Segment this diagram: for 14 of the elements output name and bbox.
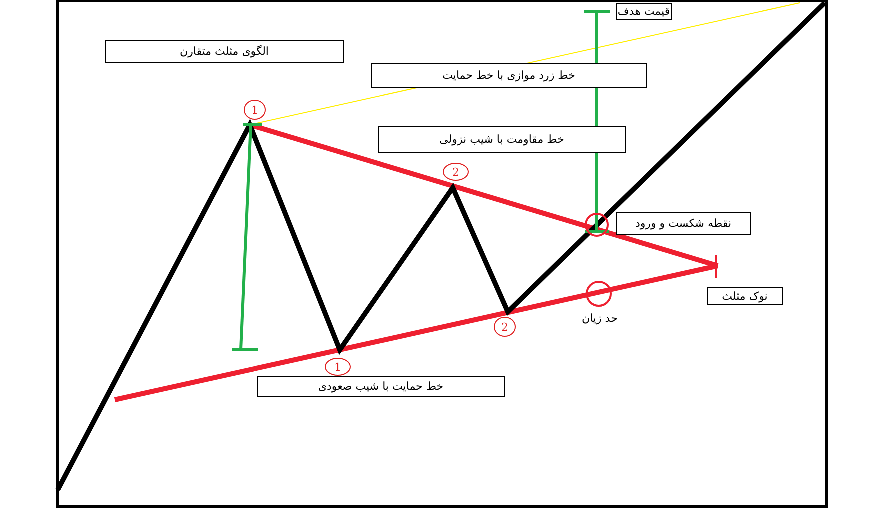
- note-box: قیمت هدف: [616, 3, 672, 20]
- marker-circle: [585, 213, 609, 237]
- note-box: نقطه شکست و ورود: [616, 212, 751, 235]
- chart-label: حد زیان: [582, 312, 618, 325]
- title-box: الگوی مثلث متقارن: [105, 40, 344, 63]
- note-box: نوک مثلث: [707, 287, 783, 305]
- circled-number: 2: [494, 317, 516, 337]
- marker-circle: [586, 281, 612, 307]
- note-box: خط زرد موازی با خط حمایت: [371, 63, 647, 88]
- note-box: خط مقاومت با شیب نزولی: [378, 126, 626, 153]
- circled-number: 1: [244, 100, 266, 120]
- circled-number: 2: [443, 163, 469, 181]
- circled-number: 1: [325, 358, 351, 376]
- note-box: خط حمایت با شیب صعودی: [257, 376, 505, 397]
